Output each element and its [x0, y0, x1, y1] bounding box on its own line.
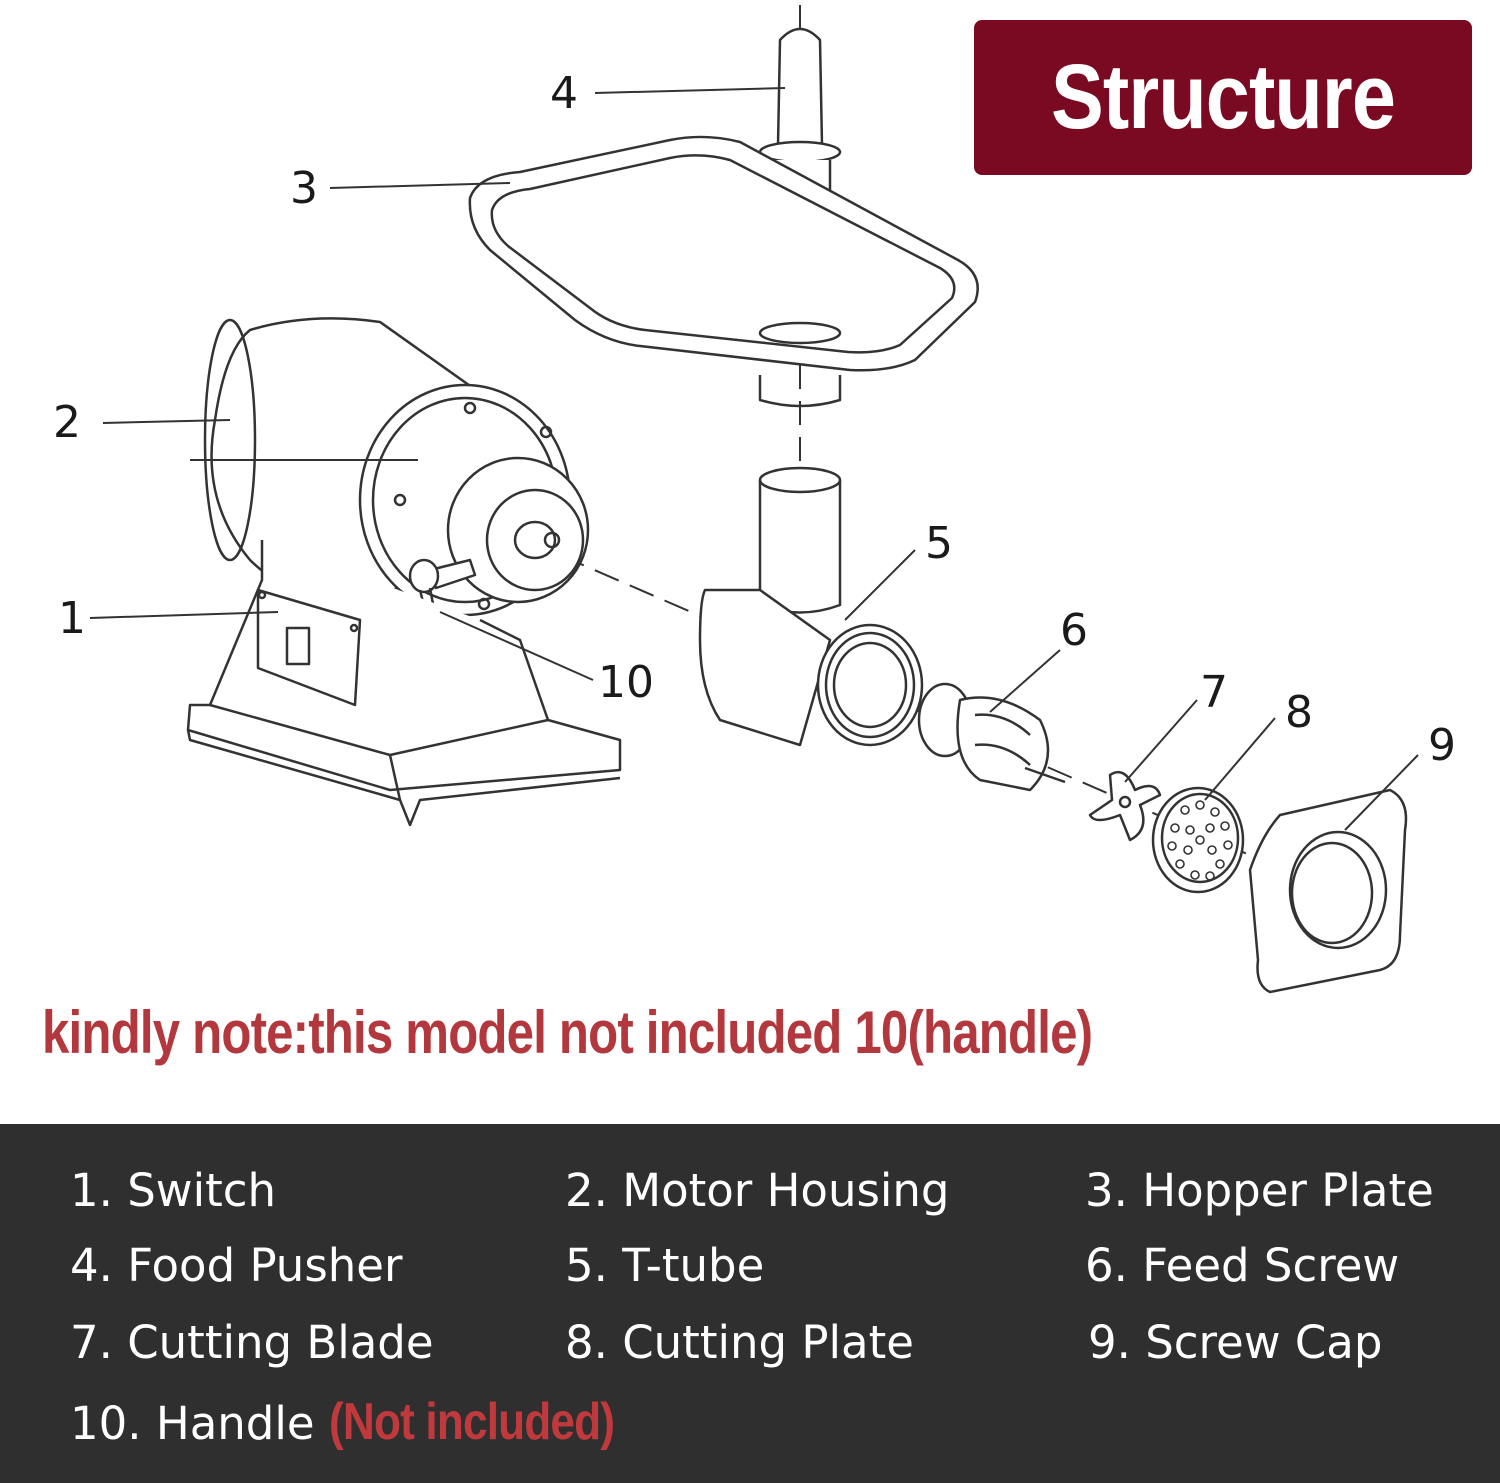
callout-4: 4: [550, 68, 578, 119]
legend-item-switch: 1. Switch: [70, 1164, 277, 1217]
screw-cap-drawing: [1248, 788, 1408, 994]
legend-item-cutting-plate: 8. Cutting Plate: [565, 1316, 914, 1369]
legend-item-motor-housing: 2. Motor Housing: [565, 1164, 950, 1217]
callout-7: 7: [1200, 667, 1228, 718]
legend-item-hopper-plate: 3. Hopper Plate: [1085, 1164, 1434, 1217]
cutting-blade-drawing: [1088, 770, 1162, 842]
callout-3: 3: [290, 163, 318, 214]
leader-lines: [89, 87, 1419, 831]
legend-item-screw-cap: 9. Screw Cap: [1088, 1316, 1383, 1369]
callout-9: 9: [1428, 720, 1456, 771]
page-title: Structure: [1051, 46, 1396, 148]
motor-housing-drawing: [186, 317, 622, 827]
callout-8: 8: [1285, 687, 1313, 738]
callout-1: 1: [58, 593, 86, 644]
structure-title-box: Structure: [974, 20, 1472, 175]
callout-10: 10: [598, 657, 654, 708]
parts-legend: 1. Switch 2. Motor Housing 3. Hopper Pla…: [0, 1124, 1500, 1483]
cutting-plate-drawing: [1151, 786, 1245, 894]
feed-screw-drawing: [917, 682, 1066, 792]
callout-6: 6: [1060, 605, 1088, 656]
handle-not-included-note: kindly note:this model not included 10(h…: [42, 999, 1093, 1066]
not-included-label: (Not included): [328, 1393, 615, 1451]
callout-2: 2: [53, 397, 81, 448]
callout-5: 5: [925, 518, 953, 569]
legend-item-cutting-blade: 7. Cutting Blade: [70, 1316, 434, 1369]
t-tube-drawing: [698, 466, 924, 747]
legend-item-feed-screw: 6. Feed Screw: [1085, 1239, 1400, 1292]
legend-item-handle: 10. Handle: [70, 1397, 315, 1450]
meat-grinder-exploded-diagram: 4 3 2 1 10 5 6 7 8 9: [53, 5, 1456, 994]
legend-item-food-pusher: 4. Food Pusher: [70, 1239, 403, 1292]
legend-item-t-tube: 5. T-tube: [565, 1239, 765, 1292]
hopper-plate-drawing: [468, 135, 979, 408]
legend-item-handle-row: 10. Handle (Not included): [70, 1392, 664, 1452]
